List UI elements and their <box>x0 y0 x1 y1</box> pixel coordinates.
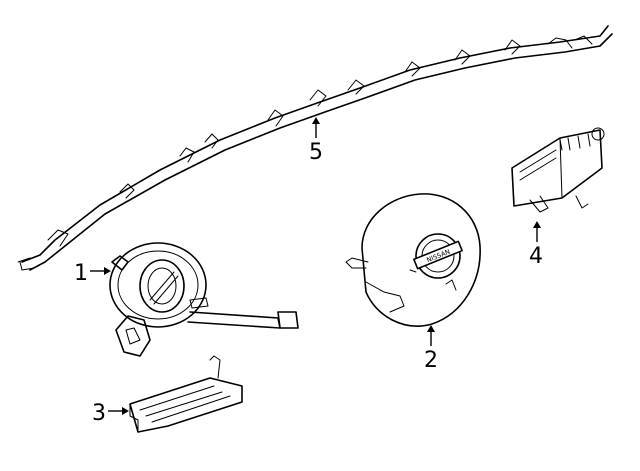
passenger-airbag-part <box>511 127 605 213</box>
callout-5-number: 5 <box>309 140 323 165</box>
callout-4-number: 4 <box>529 244 543 269</box>
callout-1: 1 <box>74 261 111 286</box>
clock-spring-part <box>109 242 299 357</box>
callout-4: 4 <box>529 221 543 269</box>
callout-3-number: 3 <box>92 401 106 426</box>
callout-3: 3 <box>92 401 129 426</box>
knee-bracket-part <box>129 355 243 433</box>
callout-1-number: 1 <box>74 261 88 286</box>
callout-2-number: 2 <box>424 348 438 373</box>
callout-5: 5 <box>309 117 323 165</box>
steering-airbag-part: NISSAN <box>345 193 481 327</box>
curtain-airbag-part <box>17 25 613 271</box>
callout-2: 2 <box>424 325 438 373</box>
